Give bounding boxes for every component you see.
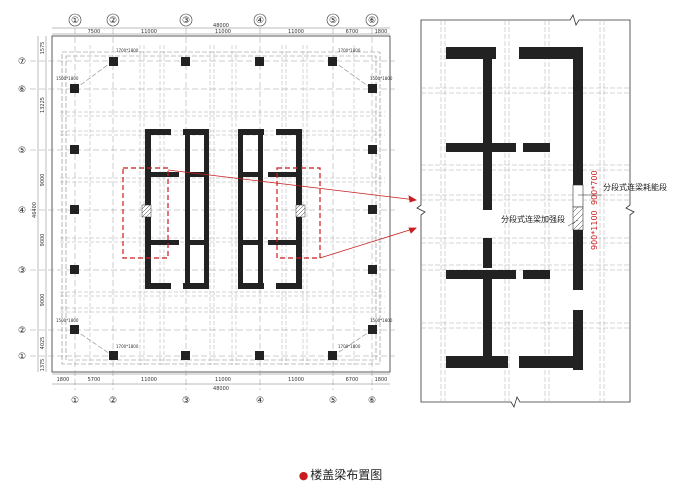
column-label: 1700*1800 — [338, 48, 361, 53]
dim-label: 11000 — [141, 29, 157, 35]
dim-label: 6700 — [346, 29, 359, 35]
grid-row-label: ④ — [18, 206, 26, 216]
dim-label: 11000 — [215, 29, 231, 35]
grid-row-label: ② — [18, 326, 26, 336]
perimeter-beams — [61, 51, 381, 365]
column-label: 1500*1800 — [370, 76, 393, 81]
detail-walls — [446, 47, 583, 370]
grid-col-label: ② — [109, 16, 117, 26]
top-grid-bubbles — [68, 13, 379, 27]
bullet-dot-icon: ● — [298, 469, 309, 482]
plan-frame — [51, 35, 391, 373]
callout-boxes — [122, 167, 321, 259]
size-label-2: 900*1100 — [590, 210, 599, 250]
dim-label: 9000 — [40, 294, 46, 307]
grid-row-label: ⑦ — [18, 57, 26, 67]
left-grid-labels: ⑦ ⑥ ⑤ ④ ③ ② ① — [18, 57, 26, 362]
strengthen-segment-label: 分段式连梁加强段 — [501, 214, 565, 224]
dim-label: 11000 — [141, 377, 157, 383]
dim-label: 11000 — [215, 377, 231, 383]
dim-label: 1800 — [57, 377, 70, 383]
energy-segment — [572, 184, 584, 208]
horizontal-grid-lines — [30, 60, 395, 357]
dim-label: 5700 — [88, 377, 101, 383]
vertical-grid-lines — [74, 28, 373, 390]
column-label: 1700*1800 — [338, 344, 361, 349]
column-label: 1700*1800 — [116, 48, 139, 53]
detail-view: 分段式连梁耗能段 分段式连梁加强段 900*700 900*1100 — [416, 14, 667, 408]
dim-label: 1800 — [375, 29, 388, 35]
dim-label: 6700 — [346, 377, 359, 383]
grid-row-label: ⑤ — [18, 146, 26, 156]
dim-label: 1575 — [40, 42, 46, 55]
dim-label: 9000 — [40, 234, 46, 247]
grid-row-label: ① — [18, 352, 26, 362]
grid-col-label: ① — [71, 396, 79, 406]
dim-overall-width: 48000 — [213, 386, 229, 392]
columns — [70, 57, 377, 360]
grid-col-label: ⑤ — [329, 16, 337, 26]
dim-label: 9000 — [40, 174, 46, 187]
column-label: 1700*1800 — [116, 344, 139, 349]
dim-label: 1375 — [40, 359, 46, 372]
callout-arrows — [167, 169, 417, 259]
top-grid-labels: ① ② ③ ④ ⑤ ⑥ — [71, 16, 376, 26]
dim-overall-width: 48000 — [213, 23, 229, 29]
grid-row-label: ⑥ — [18, 85, 26, 95]
column-size-labels: 1500*1800 1700*1800 1700*1800 1500*1800 … — [56, 48, 393, 349]
plan-hatched-beams — [141, 204, 306, 218]
dim-label: 11000 — [288, 377, 304, 383]
dim-label: 11000 — [288, 29, 304, 35]
top-dimensions: 7500 11000 11000 11000 6700 1800 48000 — [52, 23, 390, 35]
grid-col-label: ③ — [182, 396, 190, 406]
detail-link-segments — [572, 137, 584, 231]
grid-col-label: ⑤ — [329, 396, 337, 406]
figure-caption: ●楼盖梁布置图 — [0, 466, 681, 483]
core-walls — [145, 129, 302, 289]
dim-label: 7500 — [88, 29, 101, 35]
grid-col-label: ④ — [256, 396, 264, 406]
dim-label: 1800 — [375, 377, 388, 383]
floor-plan: ① ② ③ ④ ⑤ ⑥ ① ② ③ ④ ⑤ ⑥ ⑦ ⑥ ⑤ ④ ③ ② ① — [18, 13, 417, 406]
bottom-dimensions: 1800 5700 11000 11000 11000 6700 1800 48… — [52, 373, 390, 392]
column-label: 1500*1800 — [56, 318, 79, 323]
dim-overall-height: 46400 — [32, 202, 38, 218]
grid-col-label: ④ — [256, 16, 264, 26]
energy-segment-label: 分段式连梁耗能段 — [603, 182, 667, 192]
grid-col-label: ⑥ — [368, 16, 376, 26]
caption-text: 楼盖梁布置图 — [310, 468, 383, 482]
grid-col-label: ① — [71, 16, 79, 26]
left-dimensions: 1575 13225 9000 9000 9000 4025 1375 4640… — [32, 36, 47, 372]
grid-row-label: ③ — [18, 266, 26, 276]
secondary-beams — [60, 45, 385, 365]
dim-label: 13225 — [40, 97, 46, 113]
detail-annotations: 分段式连梁耗能段 分段式连梁加强段 900*700 900*1100 — [501, 170, 667, 250]
column-label: 1500*1800 — [56, 76, 79, 81]
bottom-grid-labels: ① ② ③ ④ ⑤ ⑥ — [71, 396, 376, 406]
dim-label: 4025 — [40, 337, 46, 350]
grid-col-label: ③ — [182, 16, 190, 26]
column-label: 1500*1800 — [370, 318, 393, 323]
grid-col-label: ② — [109, 396, 117, 406]
detail-frame — [416, 14, 635, 408]
size-label-1: 900*700 — [590, 170, 599, 205]
grid-col-label: ⑥ — [368, 396, 376, 406]
detail-dashed-beams — [421, 20, 630, 402]
